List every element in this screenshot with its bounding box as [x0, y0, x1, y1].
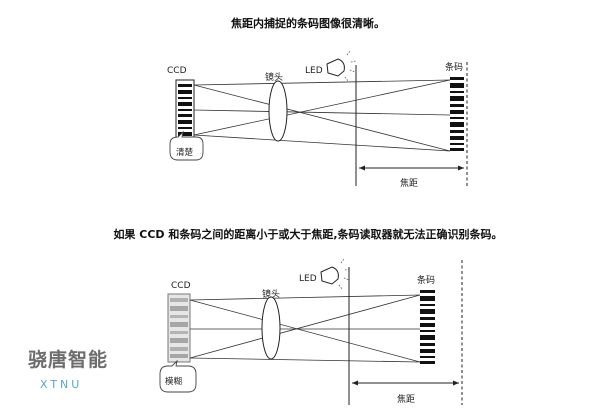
sensor-callout	[169, 130, 204, 161]
ccd-label: CCD	[171, 281, 191, 291]
focal-distance-arrow	[359, 165, 464, 171]
led-label: LED	[299, 274, 317, 284]
barcode-label: 条码	[445, 61, 463, 73]
ccd-sensor	[167, 293, 191, 363]
focal-distance-arrow	[352, 380, 459, 386]
led-icon	[326, 50, 357, 82]
watermark-logo-text: 骁唐智能	[28, 349, 109, 371]
led-icon	[320, 258, 351, 290]
lens	[261, 296, 281, 360]
focal-distance-label: 焦距	[397, 393, 415, 405]
sensor-callout-text: 清楚	[176, 147, 194, 158]
ccd-label: CCD	[167, 66, 187, 76]
light-rays	[189, 294, 421, 363]
lens	[268, 80, 288, 142]
lens-label: 镜头	[265, 71, 283, 83]
top-caption: 焦距内捕捉的条码图像很清晰。	[231, 17, 385, 30]
lens-label: 镜头	[262, 288, 280, 300]
barcode-label: 条码	[417, 274, 435, 286]
sensor-callout	[159, 359, 197, 393]
sensor-callout-text: 模糊	[165, 376, 182, 387]
light-rays	[193, 79, 451, 152]
barcode	[420, 290, 435, 364]
bottom-caption: 如果 CCD 和条码之间的距离小于或大于焦距,条码读取器就无法正确识别条码。	[113, 228, 503, 241]
ccd-sharp-image	[178, 84, 192, 136]
focal-distance-label: 焦距	[400, 177, 418, 189]
watermark-logo-subtext: XTNU	[40, 378, 83, 391]
focus-diagram-blurry: CCD 模糊 镜头 条码 LED	[159, 258, 463, 405]
barcode	[450, 77, 464, 151]
led-label: LED	[305, 66, 323, 76]
ccd-blurry-image	[170, 298, 188, 358]
focus-diagram-sharp: CCD 清楚 镜头 条码 LED	[167, 50, 468, 189]
